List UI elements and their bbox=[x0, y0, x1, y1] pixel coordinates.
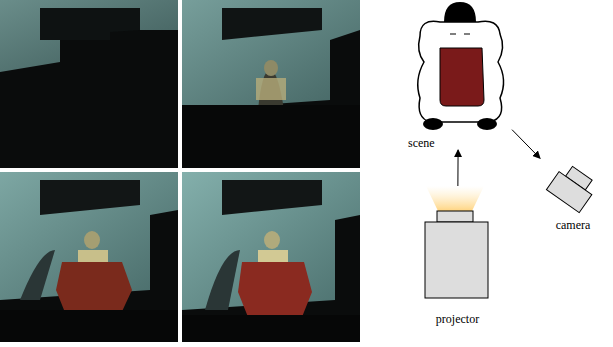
scene-node: scene bbox=[405, 0, 512, 150]
node-label: projector bbox=[436, 312, 479, 326]
node-label: scene bbox=[408, 136, 435, 150]
arrow bbox=[512, 130, 540, 159]
projector-symbol bbox=[425, 186, 488, 298]
scene-figure bbox=[418, 2, 504, 130]
photo-4 bbox=[182, 172, 360, 342]
photo-2 bbox=[182, 0, 360, 168]
camera-symbol bbox=[546, 162, 598, 213]
photo-1 bbox=[0, 0, 178, 168]
node-label: camera bbox=[556, 218, 591, 232]
camera-node: camera bbox=[540, 152, 606, 232]
projector-node: projector bbox=[420, 186, 495, 326]
photo-3 bbox=[0, 172, 178, 342]
arrow bbox=[457, 150, 458, 186]
